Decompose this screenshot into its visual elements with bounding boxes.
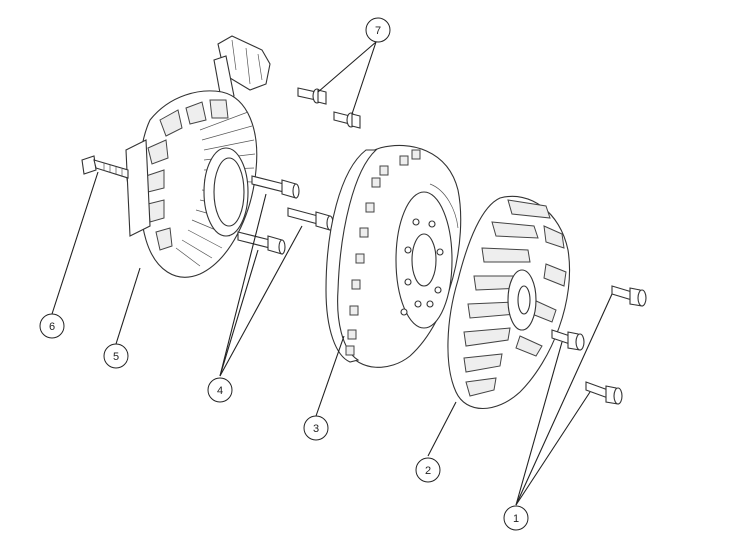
callout-1: 1 [503,505,529,531]
fan-part [447,195,571,410]
callout-5-label: 5 [113,351,119,363]
bolt-6-part [81,155,129,179]
callout-2-label: 2 [425,465,431,477]
callout-5: 5 [103,343,129,369]
callout-7: 7 [365,17,391,43]
bolt-1b-part [551,329,585,351]
callout-3-label: 3 [313,423,319,435]
callout-4: 4 [207,377,233,403]
bolt-7a-part [297,87,327,105]
leader-lines [51,41,613,506]
bolt-1c-part [585,381,623,405]
rotor-part [325,144,462,368]
callout-7-label: 7 [375,25,381,37]
bolt-4c-part [237,231,286,255]
callout-6: 6 [39,313,65,339]
callout-3: 3 [303,415,329,441]
callout-6-label: 6 [49,321,55,333]
bolt-7b-part [333,111,361,129]
stator-part [125,35,271,278]
bolt-1a-part [611,285,647,307]
bolt-4b-part [287,207,334,231]
bolt-4a-part [251,175,300,199]
callout-1-label: 1 [513,513,519,525]
callout-2: 2 [415,457,441,483]
callout-4-label: 4 [217,385,223,397]
